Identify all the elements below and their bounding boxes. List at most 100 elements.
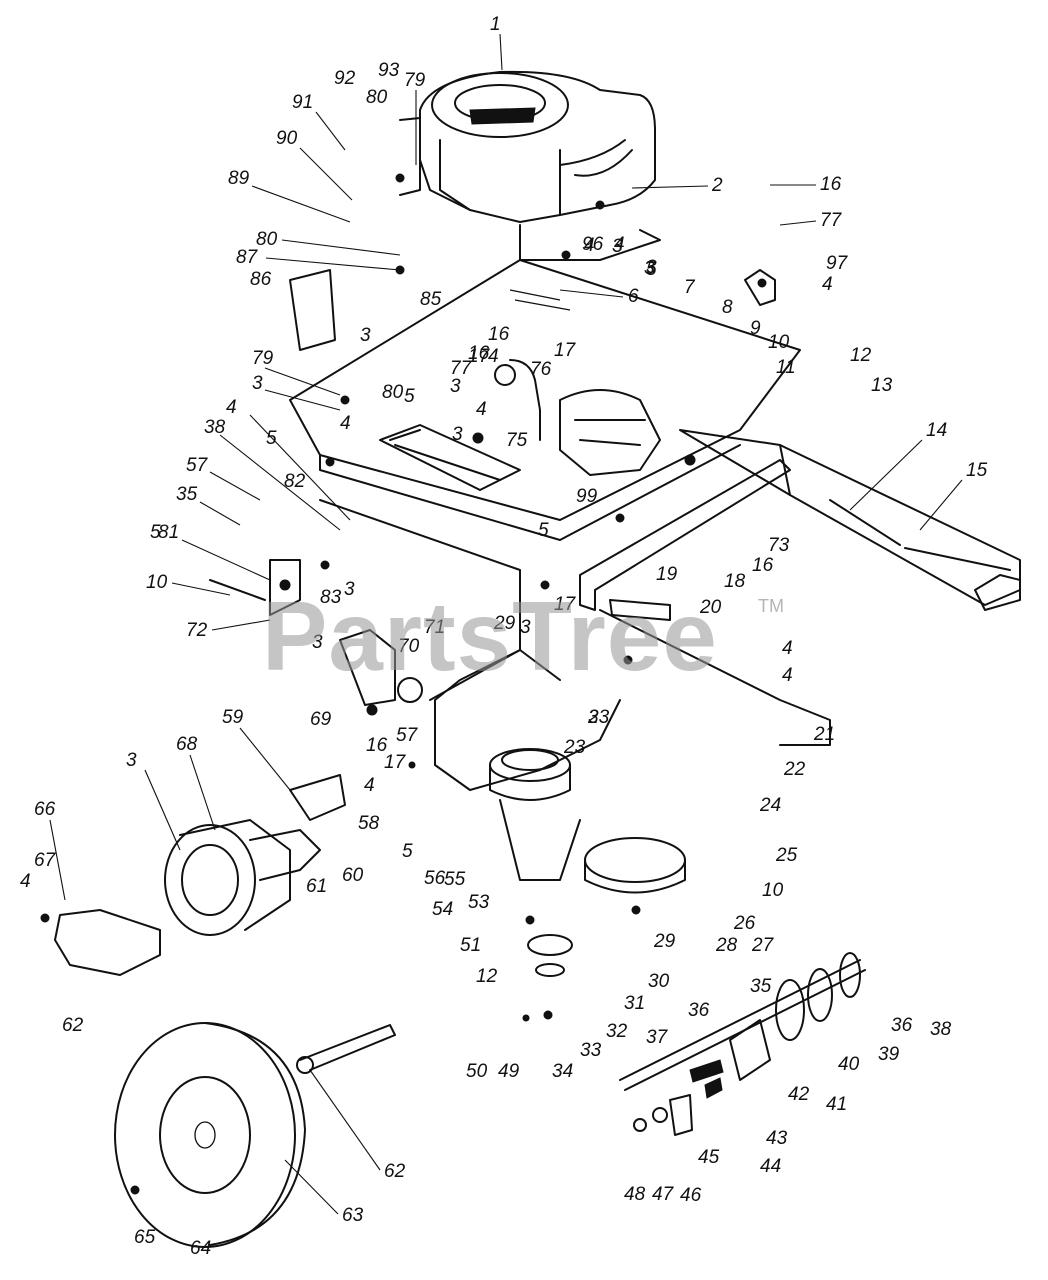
callout-label: 72 bbox=[186, 620, 208, 641]
callout-label: 16 bbox=[488, 324, 510, 345]
callout-label: 93 bbox=[378, 60, 400, 81]
callout-label: 4 bbox=[488, 346, 499, 367]
callout-label: 3 bbox=[344, 579, 355, 600]
callout-label: 55 bbox=[444, 869, 466, 890]
callout-label: 36 bbox=[688, 1000, 710, 1021]
callout-label: 53 bbox=[468, 892, 490, 913]
callout-label: 4 bbox=[476, 399, 487, 420]
callout-label: 26 bbox=[733, 913, 756, 934]
callout-label: 17 bbox=[468, 346, 491, 367]
callout-label: 50 bbox=[466, 1061, 488, 1082]
callout-label: 2 bbox=[711, 175, 723, 196]
callout-label: 3 bbox=[612, 236, 623, 257]
rear-wheel-part bbox=[114, 1022, 396, 1248]
callout-label: 31 bbox=[624, 993, 645, 1014]
callout-label: 66 bbox=[34, 799, 56, 820]
engine-part bbox=[399, 70, 661, 261]
pulley-assembly-part bbox=[489, 748, 686, 977]
callout-label: 65 bbox=[134, 1227, 156, 1248]
callout-label: 30 bbox=[648, 971, 670, 992]
callout-label: 38 bbox=[204, 417, 226, 438]
transmission-part bbox=[494, 359, 661, 476]
callout-label: 64 bbox=[190, 1238, 211, 1259]
callout-label: 71 bbox=[424, 617, 445, 638]
callout-label: 16 bbox=[820, 174, 842, 195]
callout-label: 3 bbox=[520, 617, 531, 638]
callout-label: 59 bbox=[222, 707, 244, 728]
callout-label: 45 bbox=[698, 1147, 720, 1168]
callout-label: 21 bbox=[813, 724, 835, 745]
callout-label: 5 bbox=[404, 386, 415, 407]
callout-label: 62 bbox=[384, 1161, 406, 1182]
callout-label: 4 bbox=[364, 775, 375, 796]
callout-label: 11 bbox=[776, 357, 796, 378]
callout-label: 29 bbox=[493, 613, 516, 634]
callout-label: 76 bbox=[530, 359, 552, 380]
axle-gear-stack-part bbox=[619, 952, 866, 1136]
callout-label: 32 bbox=[606, 1021, 628, 1042]
callout-label: 80 bbox=[382, 382, 404, 403]
callout-label: 33 bbox=[580, 1040, 602, 1061]
callout-label: 89 bbox=[228, 168, 250, 189]
callout-label: 43 bbox=[766, 1128, 788, 1149]
callout-label: 3 bbox=[452, 424, 463, 445]
callout-label: 39 bbox=[878, 1044, 900, 1065]
callout-label: 99 bbox=[576, 486, 598, 507]
callout-label: 67 bbox=[34, 850, 57, 871]
callout-label: 17 bbox=[554, 340, 577, 361]
callout-label: 91 bbox=[292, 92, 313, 113]
callout-label: 3 bbox=[646, 257, 657, 278]
callout-label: 7 bbox=[684, 277, 696, 298]
callout-label: 4 bbox=[340, 413, 351, 434]
callout-label: 4 bbox=[822, 274, 833, 295]
fastener-markers bbox=[40, 173, 767, 1195]
callout-label: 23 bbox=[587, 707, 610, 728]
callout-label: 6 bbox=[628, 286, 639, 307]
callout-label: 54 bbox=[432, 899, 453, 920]
callout-label: 90 bbox=[276, 128, 298, 149]
callout-label: 35 bbox=[176, 484, 198, 505]
callout-label: 17 bbox=[554, 594, 577, 615]
callout-label: 5 bbox=[538, 520, 549, 541]
callout-label: 20 bbox=[699, 597, 722, 618]
callout-label: 18 bbox=[724, 571, 746, 592]
callout-label: 87 bbox=[236, 247, 259, 268]
callout-label: 3 bbox=[312, 632, 323, 653]
chassis-rail-part bbox=[579, 459, 831, 746]
callout-label: 4 bbox=[782, 665, 793, 686]
callout-label: 48 bbox=[624, 1184, 646, 1205]
callout-label: 57 bbox=[396, 725, 419, 746]
callout-label: 28 bbox=[715, 935, 738, 956]
callout-label: 75 bbox=[506, 430, 528, 451]
callout-label: 4 bbox=[782, 638, 793, 659]
callout-label: 12 bbox=[476, 966, 498, 987]
callout-label: 10 bbox=[146, 572, 168, 593]
callout-label: 63 bbox=[342, 1205, 364, 1226]
callout-label: 37 bbox=[646, 1027, 669, 1048]
callout-label: 3 bbox=[644, 258, 655, 279]
callout-label: 49 bbox=[498, 1061, 520, 1082]
callout-label: 3 bbox=[126, 750, 137, 771]
callout-label: 8 bbox=[722, 297, 733, 318]
callout-label: 92 bbox=[334, 68, 356, 89]
callout-label: 15 bbox=[966, 460, 988, 481]
callout-label: 25 bbox=[775, 845, 798, 866]
callout-label: 19 bbox=[656, 564, 678, 585]
callout-label: 3 bbox=[360, 325, 371, 346]
callout-label: 36 bbox=[891, 1015, 913, 1036]
callout-label: 22 bbox=[783, 759, 806, 780]
callout-label: 5 bbox=[646, 259, 657, 280]
callout-label: 16 bbox=[366, 735, 388, 756]
callout-label: 77 bbox=[820, 210, 843, 231]
callout-label: 73 bbox=[768, 535, 790, 556]
side-frame-part bbox=[319, 499, 621, 791]
callout-label: 5 bbox=[402, 841, 413, 862]
callout-label: 23 bbox=[563, 737, 586, 758]
callout-label: 42 bbox=[788, 1084, 810, 1105]
callout-label: 81 bbox=[158, 522, 179, 543]
callout-label: 83 bbox=[320, 587, 342, 608]
callout-label: 85 bbox=[420, 289, 442, 310]
callout-label: 1 bbox=[490, 14, 501, 35]
callout-label: 16 bbox=[468, 343, 490, 364]
